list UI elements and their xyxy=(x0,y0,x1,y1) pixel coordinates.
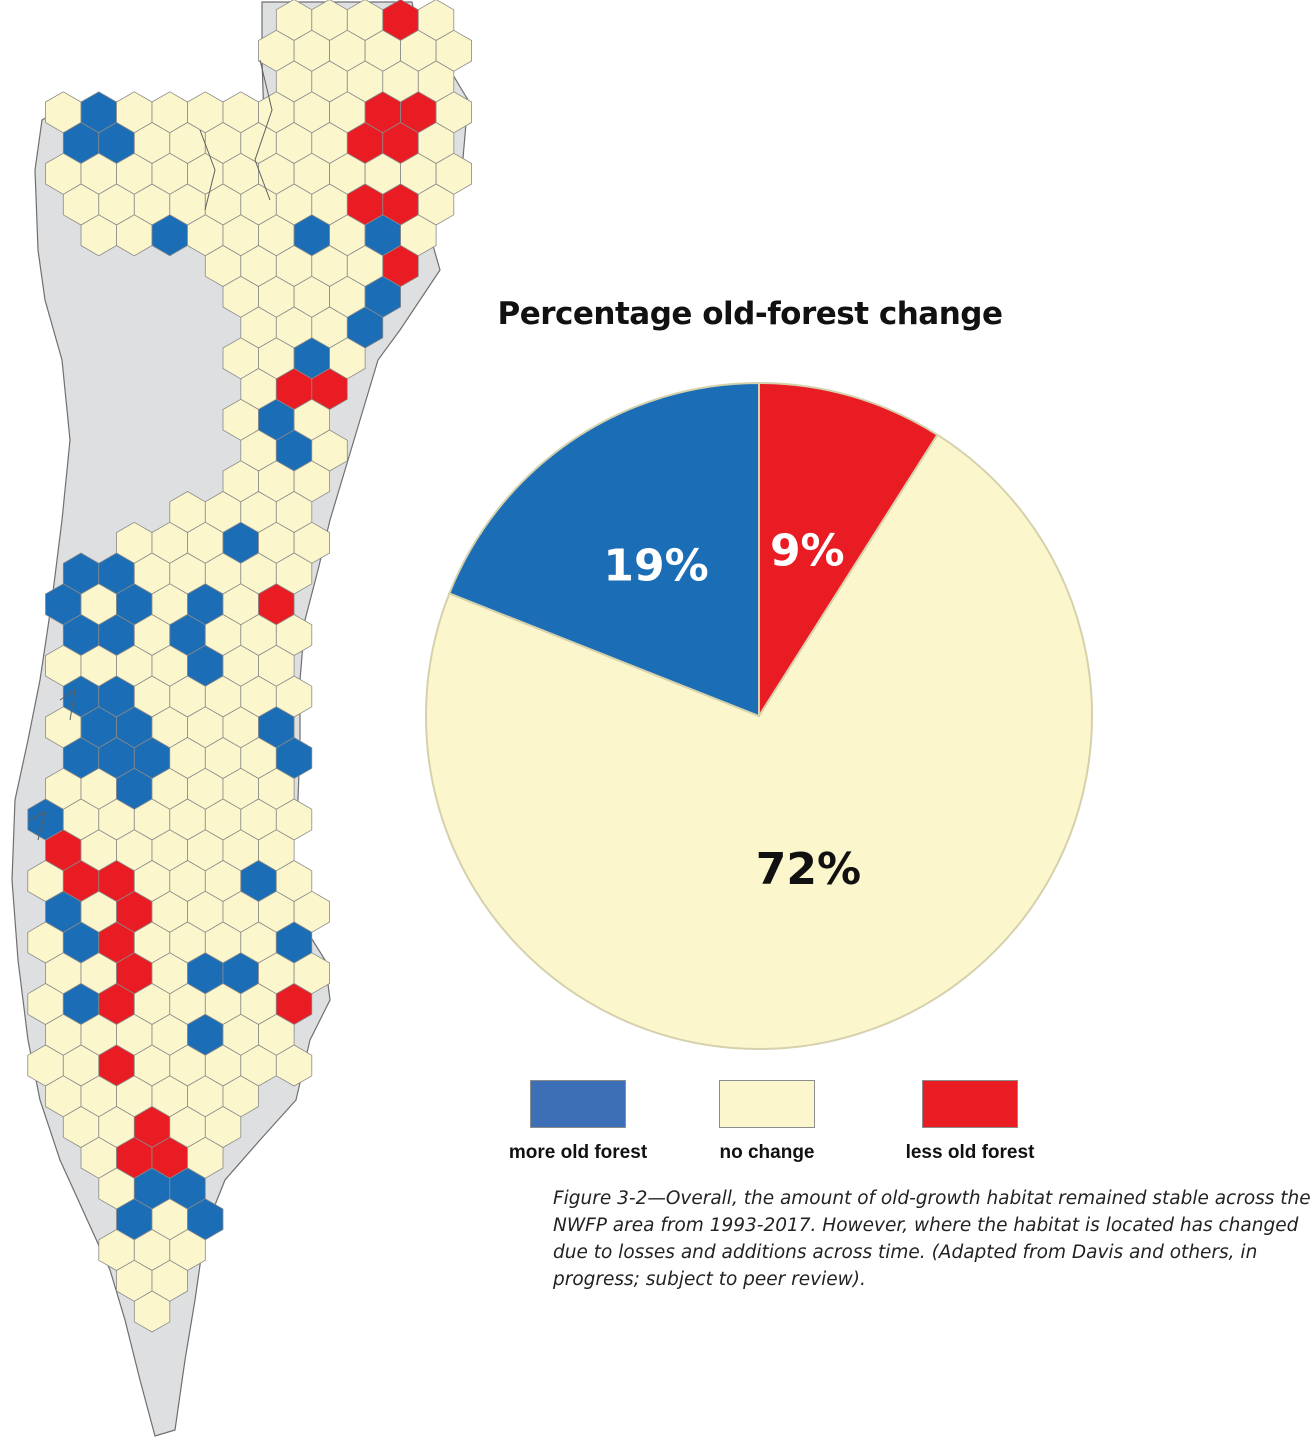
legend-label-more: more old forest xyxy=(508,1142,648,1163)
pie-slice-no-change xyxy=(425,433,1093,1050)
legend-swatch-more xyxy=(530,1080,626,1128)
legend-item-no-change: no change xyxy=(677,1080,857,1164)
pie-slice-more-old-forest xyxy=(448,381,760,718)
figure-caption: Figure 3-2—Overall, the amount of old-gr… xyxy=(553,1185,1311,1305)
pie-chart: 9% 72% 19% xyxy=(425,381,1093,1050)
caption-line: progress; subject to peer review). xyxy=(553,1269,866,1290)
legend-label-no-change: no change xyxy=(719,1142,815,1163)
hex-map xyxy=(11,0,473,1437)
legend-swatch-no-change xyxy=(719,1080,815,1128)
legend-item-less-old-forest: less old forest xyxy=(880,1080,1060,1164)
pie-label-no-change: 72% xyxy=(756,844,861,895)
chart-title: Percentage old-forest change xyxy=(497,296,1003,332)
legend-item-more-old-forest: more old forest xyxy=(488,1080,668,1164)
hex-grid xyxy=(27,0,473,1333)
hex-no-change xyxy=(133,1290,171,1333)
legend-swatch-less xyxy=(922,1080,1018,1128)
pie-slice-less-old-forest xyxy=(758,381,939,720)
coast-inlet xyxy=(59,688,76,721)
coast-inlet xyxy=(254,59,273,201)
caption-line: Figure 3-2—Overall, the amount of old-gr… xyxy=(553,1188,1311,1209)
coast-inlet xyxy=(199,129,216,211)
legend-label-less: less old forest xyxy=(905,1142,1035,1163)
pie-label-less-old-forest: 9% xyxy=(770,526,845,577)
hex-no-change xyxy=(275,1044,313,1087)
caption-line: NWFP area from 1993-2017. However, where… xyxy=(553,1215,1299,1236)
coast-inlet xyxy=(29,811,46,841)
caption-line: due to losses and additions across time.… xyxy=(553,1242,1258,1263)
coastline-detail xyxy=(29,59,273,841)
pie-label-more-old-forest: 19% xyxy=(603,541,708,592)
